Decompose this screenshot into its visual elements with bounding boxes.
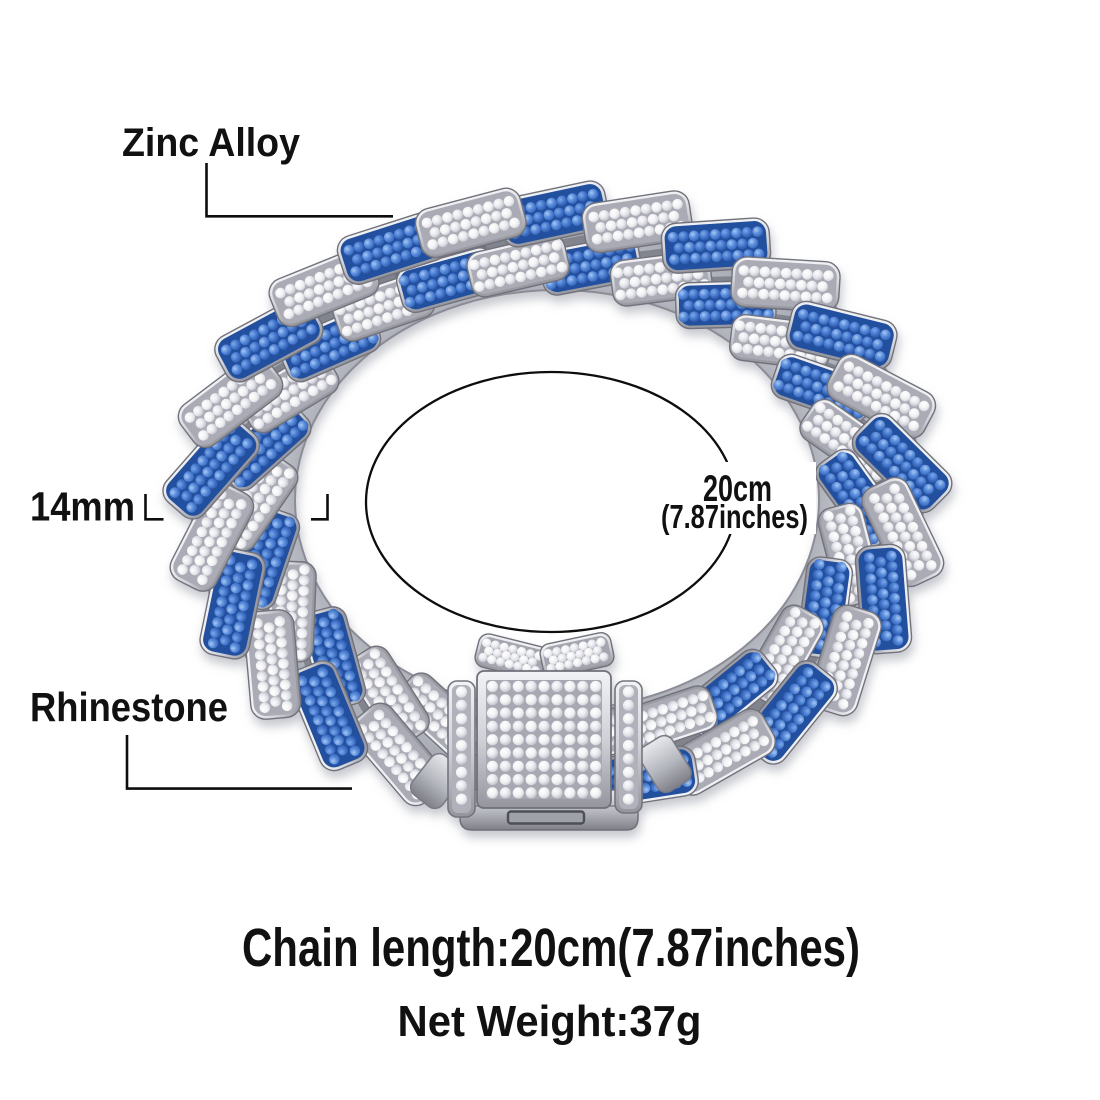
svg-text:20cm: 20cm — [703, 468, 772, 509]
svg-text:Rhinestone: Rhinestone — [30, 684, 228, 730]
svg-text:Net Weight:37g: Net Weight:37g — [398, 997, 702, 1046]
svg-text:Chain length:20cm(7.87inches): Chain length:20cm(7.87inches) — [242, 919, 860, 978]
svg-text:(7.87inches): (7.87inches) — [661, 498, 808, 535]
svg-text:Zinc Alloy: Zinc Alloy — [122, 121, 301, 165]
svg-text:14mm: 14mm — [30, 484, 135, 530]
